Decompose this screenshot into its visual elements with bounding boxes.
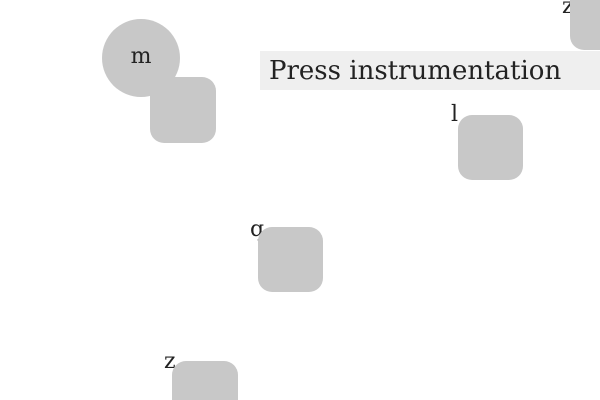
key-z-top-label: z [562, 0, 574, 19]
instruction-banner: Press instrumentation [260, 51, 600, 90]
key-m-button[interactable]: m [102, 19, 180, 97]
key-m-label: m [130, 44, 152, 69]
key-z-bottom-tile[interactable] [172, 361, 238, 400]
key-z-bottom-label: z [164, 349, 176, 374]
instruction-text: Press instrumentation [269, 55, 562, 86]
key-l-tile[interactable] [458, 115, 523, 180]
key-m-tile[interactable] [150, 77, 216, 143]
key-z-top-tile[interactable] [570, 0, 600, 50]
key-l-label: l [451, 102, 459, 127]
key-q-tile[interactable] [258, 227, 323, 292]
